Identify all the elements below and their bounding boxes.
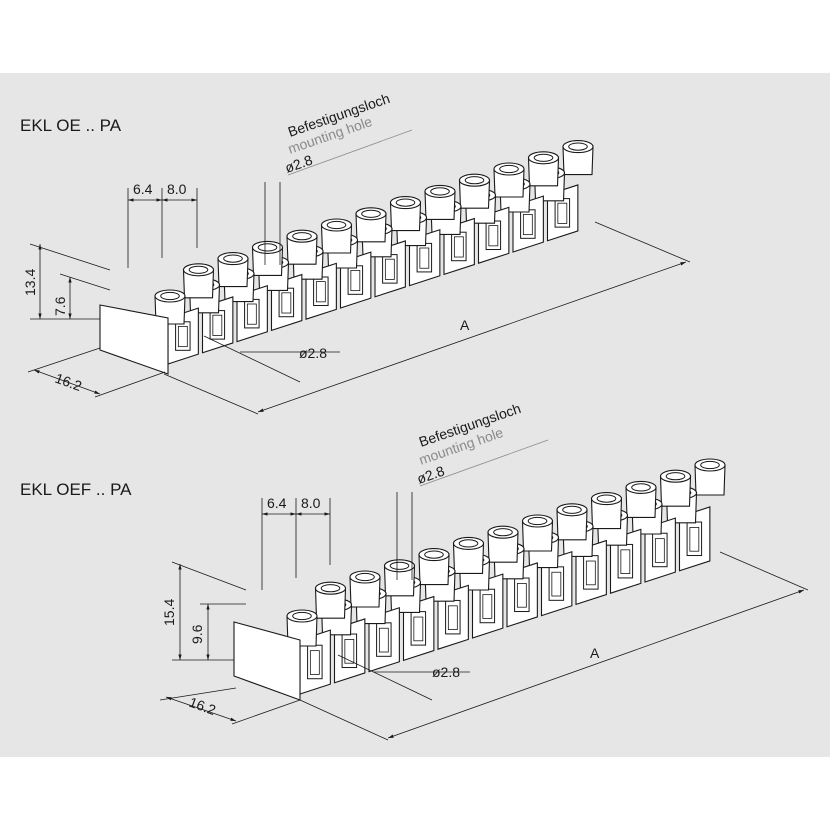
length-label: A xyxy=(460,317,470,333)
screw-tower xyxy=(694,458,726,496)
screw-hole xyxy=(596,494,617,503)
screw-tower xyxy=(154,289,186,325)
wire-entry-inner xyxy=(620,549,631,575)
screw-tower xyxy=(383,559,416,597)
height-total-label: 15.4 xyxy=(161,599,177,626)
screw-hole xyxy=(257,243,278,252)
screw-hole xyxy=(700,460,720,470)
screw-tower xyxy=(562,140,594,176)
wire-entry-inner xyxy=(654,538,665,563)
screw-tower xyxy=(314,581,347,619)
screw-hole xyxy=(424,550,444,559)
screw-tower xyxy=(487,525,519,563)
wire-entry-inner xyxy=(212,314,223,336)
terminal-pitch-label: 8.0 xyxy=(301,495,321,511)
screw-pitch-label: 6.4 xyxy=(133,181,153,197)
screw-tower xyxy=(389,196,422,232)
wire-entry-inner xyxy=(344,639,355,664)
terminal-segment xyxy=(154,263,215,365)
wire-entry-inner xyxy=(488,225,499,247)
screw-tower xyxy=(659,469,692,507)
screw-hole xyxy=(188,265,209,274)
screw-tower xyxy=(320,218,353,254)
screw-hole xyxy=(568,142,588,151)
screw-tower xyxy=(590,492,623,530)
side-hole-label: ø2.8 xyxy=(432,664,460,680)
wire-entry-inner xyxy=(689,527,700,552)
terminal-segment xyxy=(286,581,347,695)
screw-hole xyxy=(223,254,243,263)
screw-hole xyxy=(430,187,450,196)
screw-tower xyxy=(286,229,318,265)
screw-hole xyxy=(395,198,416,207)
model-label: EKL OE .. PA xyxy=(20,116,122,135)
screw-tower xyxy=(452,536,485,574)
screw-hole xyxy=(562,505,582,514)
screw-hole xyxy=(361,209,381,218)
screw-hole xyxy=(493,528,513,537)
screw-tower xyxy=(521,514,554,552)
screw-hole xyxy=(631,483,651,492)
screw-tower xyxy=(493,162,525,198)
screw-pitch-label: 6.4 xyxy=(267,495,287,511)
wire-entry-inner xyxy=(309,650,320,675)
height-body-label: 7.6 xyxy=(52,296,68,316)
wire-entry-inner xyxy=(453,236,464,258)
length-label: A xyxy=(590,645,600,661)
screw-tower xyxy=(349,570,381,608)
screw-hole xyxy=(533,153,554,162)
wire-entry-inner xyxy=(177,325,188,348)
screw-hole xyxy=(389,561,410,570)
screw-tower xyxy=(182,263,215,299)
screw-hole xyxy=(665,472,686,481)
screw-hole xyxy=(458,539,479,548)
screw-tower xyxy=(251,240,284,276)
height-total-label: 13.4 xyxy=(22,269,38,296)
strip-end-cap xyxy=(99,304,169,375)
wire-entry-inner xyxy=(522,213,533,236)
wire-entry-inner xyxy=(557,202,568,224)
screw-tower xyxy=(217,252,249,288)
screw-tower xyxy=(424,184,456,220)
screw-tower xyxy=(355,207,387,243)
height-body-label: 9.6 xyxy=(189,624,205,644)
terminal-segment xyxy=(499,151,560,253)
screw-hole xyxy=(292,611,312,621)
side-hole-label: ø2.8 xyxy=(299,345,327,361)
screw-hole xyxy=(527,516,548,526)
screw-hole xyxy=(355,572,375,582)
screw-tower xyxy=(527,151,560,187)
screw-tower xyxy=(458,173,491,209)
wire-entry-inner xyxy=(246,303,257,325)
screw-hole xyxy=(464,176,485,185)
terminal-pitch-label: 8.0 xyxy=(167,181,187,197)
terminal-segment xyxy=(430,173,491,276)
screw-tower xyxy=(418,548,450,586)
wire-entry-inner xyxy=(585,560,596,586)
figure-ekl-oef: EKL OEF .. PA 6.4 8.0 15.4 9.6 16.2 ø2.8 xyxy=(20,400,809,741)
screw-hole xyxy=(320,584,341,593)
screw-tower xyxy=(625,480,657,518)
screw-hole xyxy=(326,220,347,230)
screw-hole xyxy=(499,164,519,174)
screw-tower xyxy=(556,503,588,541)
screw-hole xyxy=(292,232,312,241)
model-label: EKL OEF .. PA xyxy=(20,480,132,499)
screw-hole xyxy=(160,291,180,301)
